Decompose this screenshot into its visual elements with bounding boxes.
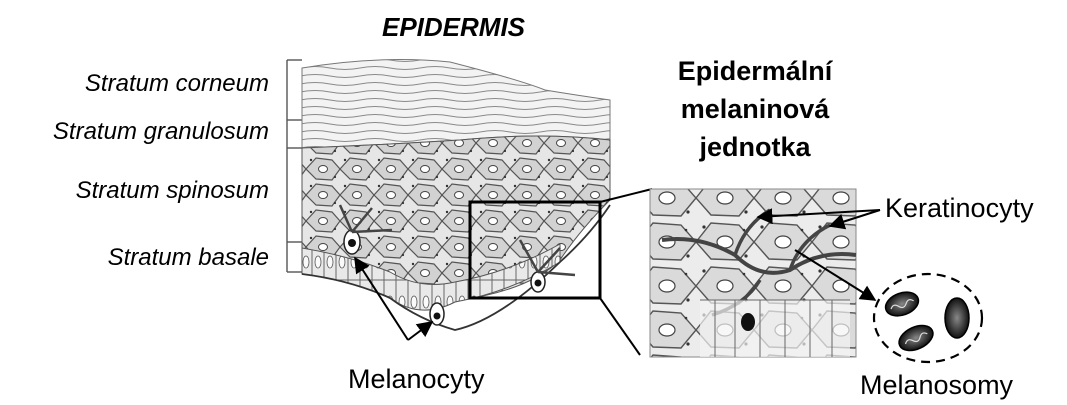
epidermis-tissue	[302, 60, 610, 330]
magnified-panel	[650, 189, 856, 357]
layer-bracket	[287, 60, 302, 272]
melanosomes-bubble	[874, 274, 982, 362]
zoom-connectors	[600, 189, 652, 355]
